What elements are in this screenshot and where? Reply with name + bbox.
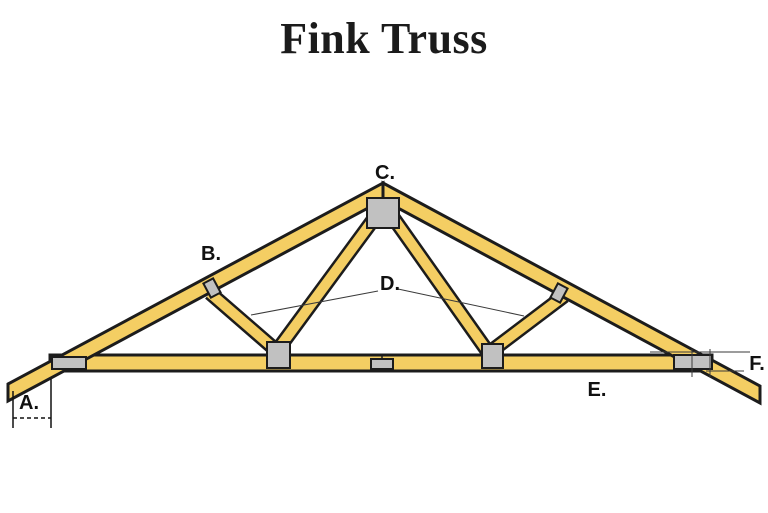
d-leader-lines xyxy=(250,288,525,317)
label-d: D. xyxy=(380,273,400,295)
label-b: B. xyxy=(201,243,221,265)
part-labels: A. B. C. D. E. F. xyxy=(19,162,765,414)
gusset-plates xyxy=(51,197,713,370)
gusset-plate-bottom-left xyxy=(266,341,291,369)
gusset-plate-left-heel xyxy=(51,356,87,370)
page-title: Fink Truss xyxy=(280,14,488,63)
label-e: E. xyxy=(588,379,607,401)
gusset-plate-splice-center xyxy=(370,358,394,370)
web-right-inner xyxy=(387,213,493,355)
gusset-plate-left-rafter xyxy=(202,277,222,299)
gusset-plate-bottom-right xyxy=(481,343,504,369)
gusset-plate-right-rafter xyxy=(549,282,569,304)
d-leader-right xyxy=(397,288,525,317)
label-a: A. xyxy=(19,392,39,414)
gusset-plate-right-heel xyxy=(673,354,713,370)
label-c: C. xyxy=(375,162,395,184)
web-members xyxy=(205,211,569,358)
label-f: F. xyxy=(749,353,765,375)
f-dimension-marks xyxy=(650,349,750,377)
d-leader-left xyxy=(250,290,379,316)
a-dimension-marks xyxy=(12,379,52,428)
web-right-outer xyxy=(486,292,568,356)
gusset-plate-peak xyxy=(366,197,400,229)
web-left-inner xyxy=(271,213,381,355)
